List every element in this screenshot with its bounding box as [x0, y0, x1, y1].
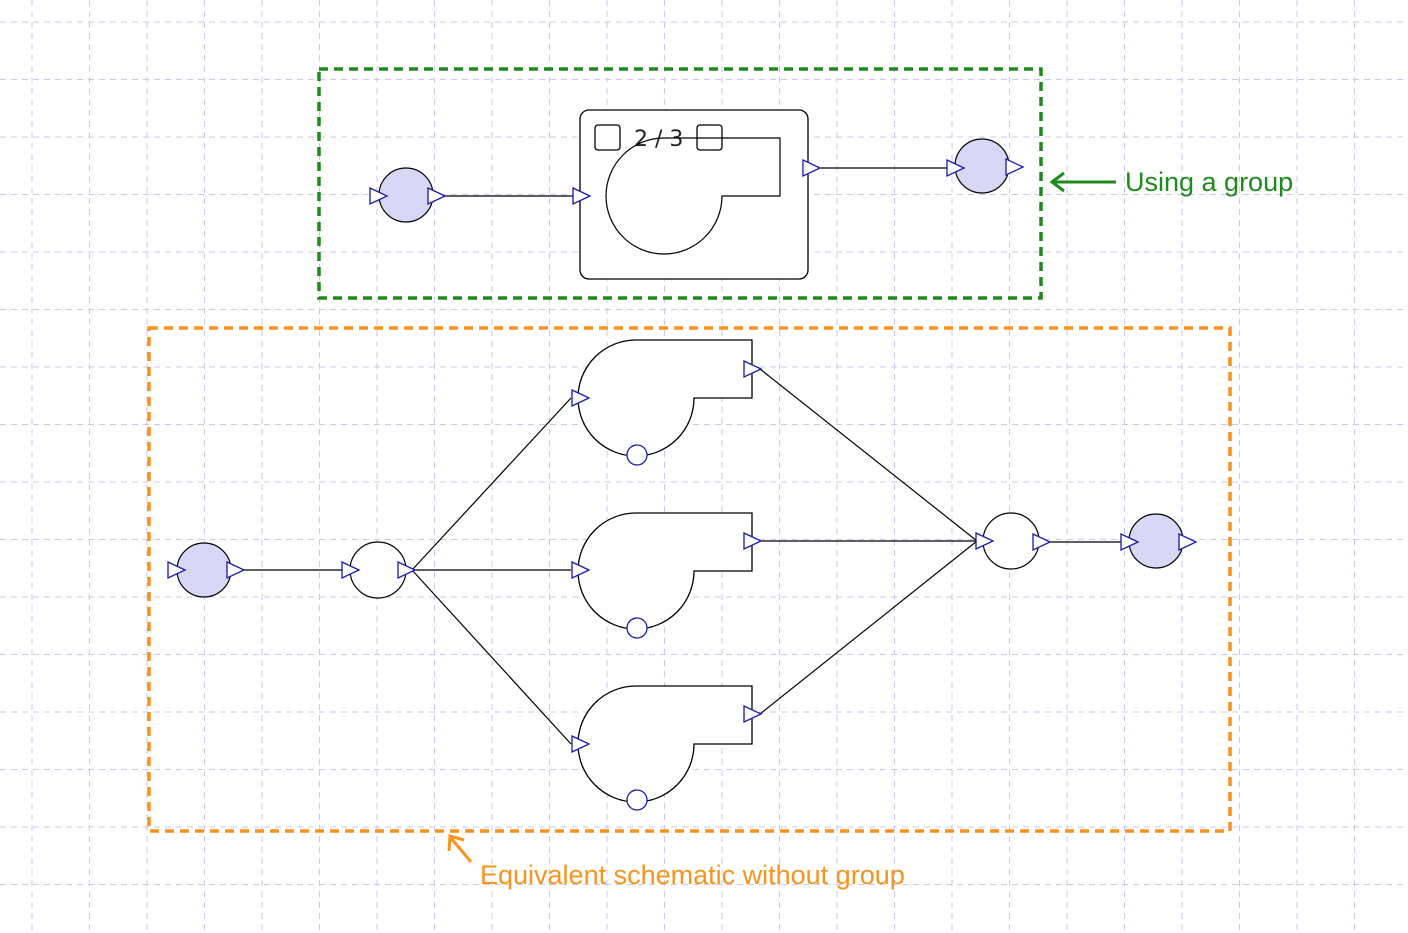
- group-arrow-icon: [1049, 171, 1116, 193]
- sink-node[interactable]: [946, 138, 1024, 194]
- equivalent-wires: [238, 368, 1122, 745]
- merger-node[interactable]: [975, 512, 1051, 570]
- pump-unit-3[interactable]: [571, 685, 762, 811]
- group-schematic: 2 / 3 Using a group: [317, 67, 1293, 300]
- equivalent-arrow-icon: [447, 834, 473, 863]
- pump-1-aux-port[interactable]: [626, 444, 648, 466]
- equivalent-schematic: Equivalent schematic without group: [147, 326, 1232, 890]
- equivalent-frame: [147, 326, 1232, 833]
- group-counter: 2 / 3: [634, 127, 683, 152]
- splitter-node[interactable]: [341, 541, 416, 599]
- pump-icon: [605, 137, 781, 255]
- equivalent-source-node[interactable]: [167, 542, 245, 598]
- equivalent-sink-output-port[interactable]: [1178, 533, 1197, 551]
- pump-icon: [577, 339, 753, 457]
- pump-unit-1[interactable]: [571, 339, 762, 466]
- source-output-port[interactable]: [427, 187, 446, 205]
- group-annotation-label: Using a group: [1125, 167, 1293, 197]
- pump-unit-2[interactable]: [571, 512, 762, 639]
- equivalent-annotation-label: Equivalent schematic without group: [480, 860, 905, 890]
- pump-3-aux-port[interactable]: [626, 789, 648, 811]
- merger-output-port[interactable]: [1032, 533, 1051, 551]
- source-node[interactable]: [369, 167, 446, 223]
- equivalent-source-output-port[interactable]: [226, 561, 245, 579]
- pump-2-aux-port[interactable]: [626, 617, 648, 639]
- previous-button[interactable]: [594, 124, 621, 151]
- pump-icon: [577, 512, 753, 630]
- equivalent-sink-node[interactable]: [1120, 513, 1197, 569]
- splitter-output-port[interactable]: [397, 561, 416, 579]
- group-block[interactable]: 2 / 3: [572, 109, 821, 280]
- sink-output-port[interactable]: [1005, 158, 1024, 176]
- pump-icon: [577, 685, 753, 803]
- group-output-port[interactable]: [802, 159, 821, 177]
- group-frame: [317, 67, 1043, 300]
